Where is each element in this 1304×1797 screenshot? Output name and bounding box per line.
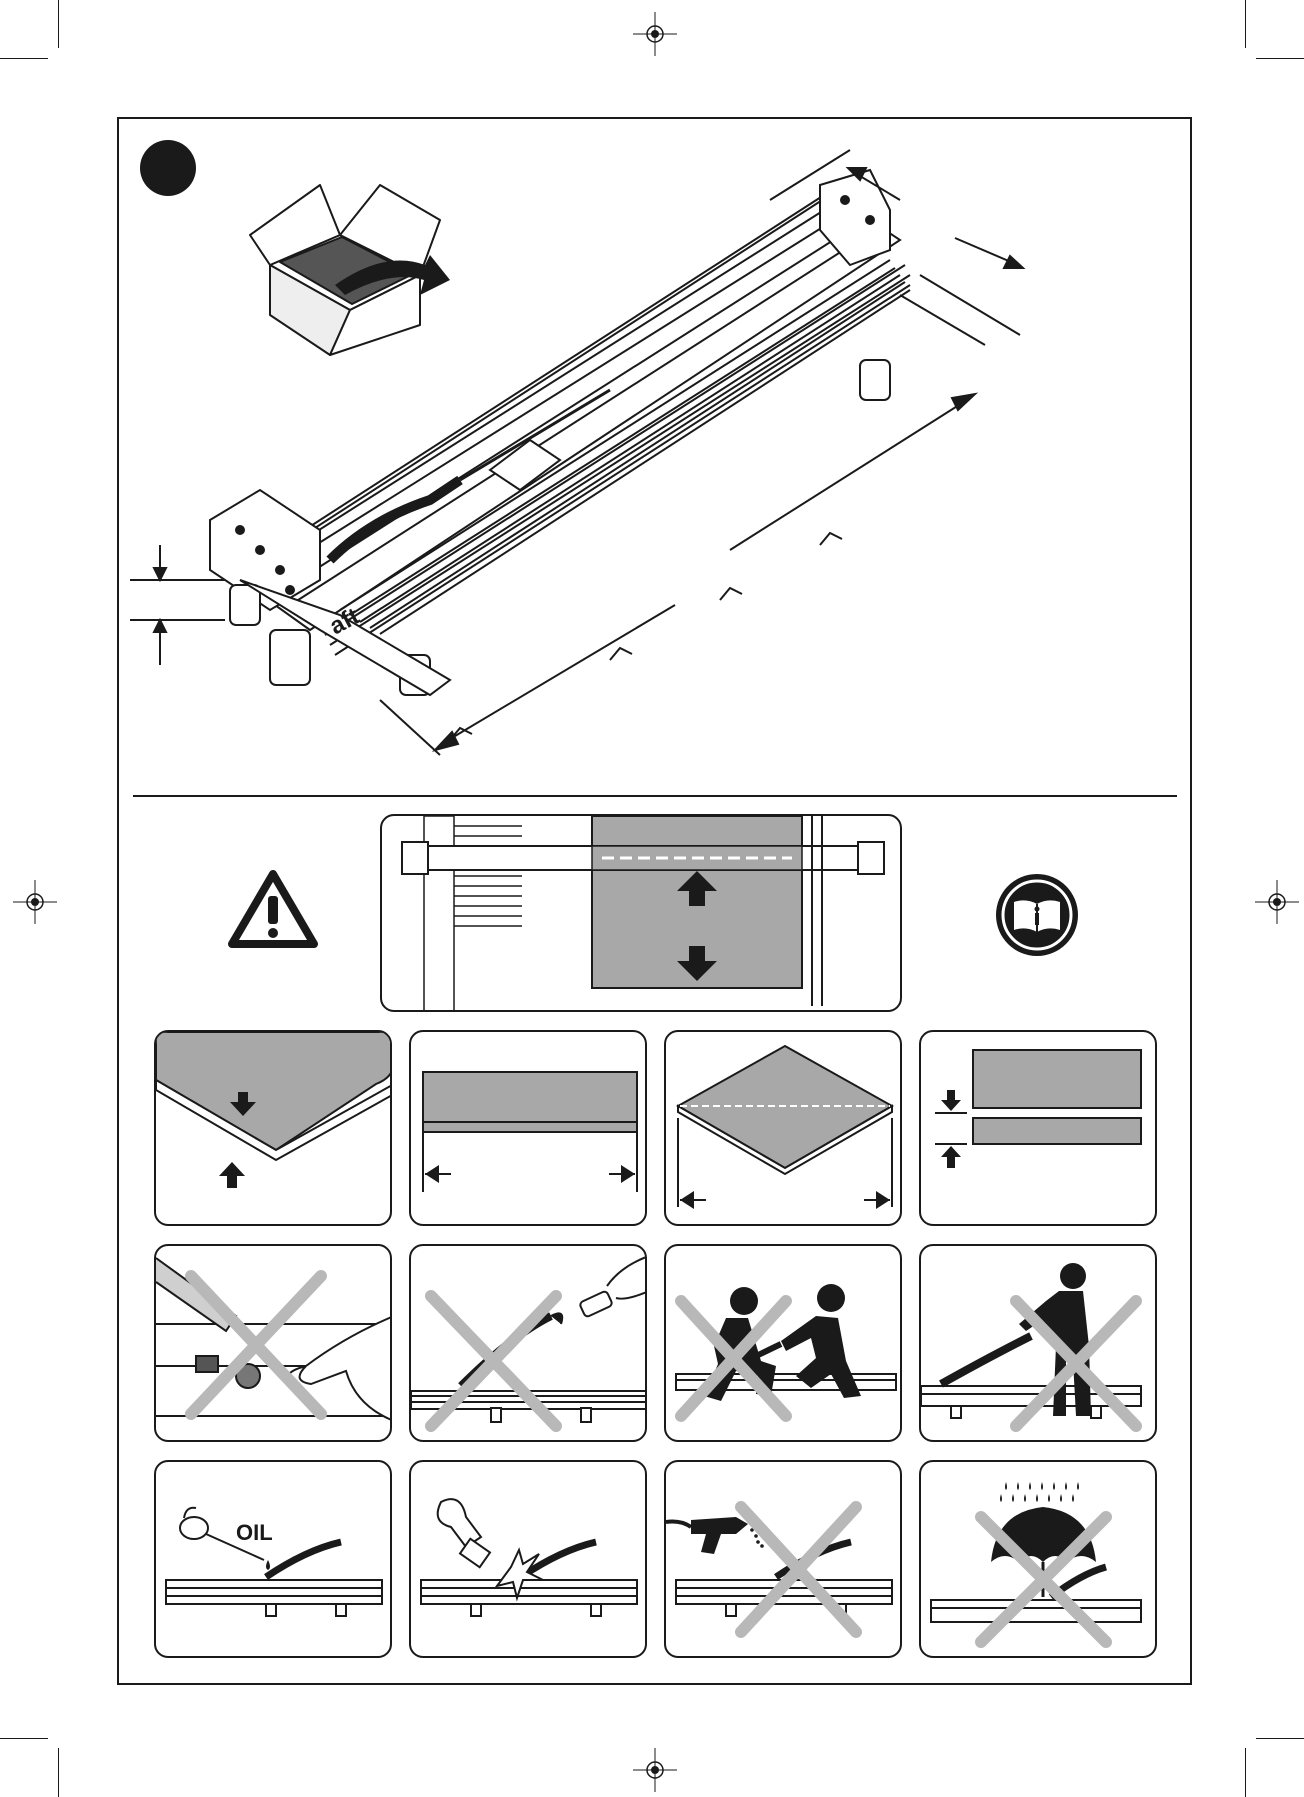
tile-thickness-panel [154,1030,392,1226]
arrow-right-icon [876,1191,890,1209]
arrow-right-icon [621,1165,635,1183]
crop-mark [58,0,59,48]
tile-diagonal-panel [664,1030,902,1226]
crop-mark [1256,58,1304,59]
read-manual-icon [994,872,1080,958]
arrow-down-icon [941,1090,961,1111]
registration-mark-left [13,880,57,924]
crop-mark [58,1748,59,1797]
crop-mark [1245,1748,1246,1797]
oil-label: OIL [236,1520,273,1546]
prohibited-cross-icon [741,1507,856,1632]
crop-mark [1245,0,1246,48]
registration-mark-right [1255,880,1299,924]
tile-cutter-illustration: aft [130,140,1180,780]
tile-length-panel [409,1030,647,1226]
crop-mark [0,1738,48,1739]
clean-with-brush-panel [409,1460,647,1658]
arrow-left-icon [425,1165,439,1183]
rain-icon [1000,1482,1079,1502]
crop-mark [1256,1738,1304,1739]
registration-mark-bottom [633,1748,677,1792]
prohibited-cross-icon [191,1276,321,1414]
warning-triangle-icon [228,868,318,950]
cut-line-diagram [380,814,902,1012]
no-extension-handle-panel [409,1244,647,1442]
no-hand-under-cutter-panel [154,1244,392,1442]
oil-rail-panel: OIL [154,1460,392,1658]
no-kneeling-pull-panel [664,1244,902,1442]
arrow-up-icon [219,1162,245,1188]
tile-height-panel [919,1030,1157,1226]
arrow-up-icon [941,1146,961,1168]
no-water-jet-panel [664,1460,902,1658]
no-standing-on-cutter-panel [919,1244,1157,1442]
no-rain-exposure-panel [919,1460,1157,1658]
section-divider [133,795,1177,797]
crop-mark [0,58,48,59]
registration-mark-top [633,12,677,56]
oil-drop-icon [266,1560,270,1570]
arrow-left-icon [680,1191,694,1209]
